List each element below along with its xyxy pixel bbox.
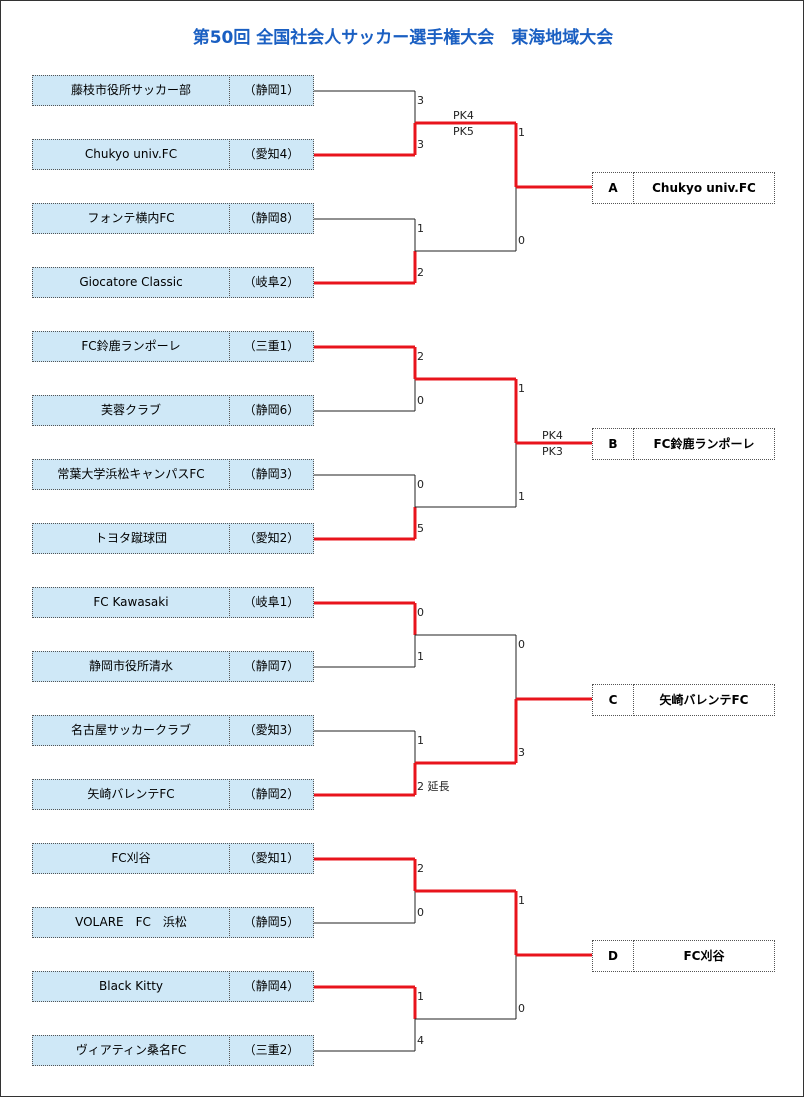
- page-title: 第50回 全国社会人サッカー選手権大会 東海地域大会: [192, 28, 614, 48]
- team-prefecture: （静岡4）: [229, 971, 314, 1002]
- team-prefecture: （静岡6）: [229, 395, 314, 426]
- team-prefecture: （静岡1）: [229, 75, 314, 106]
- team-row: Giocatore Classic（岐阜2）: [32, 267, 314, 298]
- score-label: 0: [417, 394, 424, 407]
- team-row: FC刈谷（愛知1）: [32, 843, 314, 874]
- block-letter: C: [592, 684, 634, 716]
- team-name: 常葉大学浜松キャンパスFC: [32, 459, 230, 490]
- score-label: 0: [417, 606, 424, 619]
- team-name: VOLARE FC 浜松: [32, 907, 230, 938]
- team-name: ヴィアティン桑名FC: [32, 1035, 230, 1066]
- score-label: 0: [417, 906, 424, 919]
- team-row: 矢崎バレンテFC（静岡2）: [32, 779, 314, 810]
- team-prefecture: （静岡5）: [229, 907, 314, 938]
- score-label: 2: [417, 266, 424, 279]
- block-letter: B: [592, 428, 634, 460]
- score-label: 1: [518, 490, 525, 503]
- winner-name: FC鈴鹿ランポーレ: [633, 428, 775, 460]
- team-row: 静岡市役所清水（静岡7）: [32, 651, 314, 682]
- score-label: 1: [417, 990, 424, 1003]
- score-label: 3: [518, 746, 525, 759]
- team-name: 矢崎バレンテFC: [32, 779, 230, 810]
- team-row: フォンテ横内FC（静岡8）: [32, 203, 314, 234]
- score-label: 1: [417, 650, 424, 663]
- score-label: 3: [417, 138, 424, 151]
- score-label: 0: [417, 478, 424, 491]
- block-letter: A: [592, 172, 634, 204]
- team-row: FC Kawasaki（岐阜1）: [32, 587, 314, 618]
- team-name: フォンテ横内FC: [32, 203, 230, 234]
- winner-name: Chukyo univ.FC: [633, 172, 775, 204]
- team-prefecture: （静岡2）: [229, 779, 314, 810]
- team-prefecture: （愛知2）: [229, 523, 314, 554]
- team-name: 名古屋サッカークラブ: [32, 715, 230, 746]
- score-label: PK4: [453, 109, 474, 122]
- team-name: FC刈谷: [32, 843, 230, 874]
- team-prefecture: （岐阜2）: [229, 267, 314, 298]
- team-name: Chukyo univ.FC: [32, 139, 230, 170]
- team-prefecture: （愛知3）: [229, 715, 314, 746]
- score-label: 0: [518, 234, 525, 247]
- team-row: 藤枝市役所サッカー部（静岡1）: [32, 75, 314, 106]
- team-prefecture: （静岡8）: [229, 203, 314, 234]
- team-prefecture: （三重1）: [229, 331, 314, 362]
- block-letter: D: [592, 940, 634, 972]
- team-name: 静岡市役所清水: [32, 651, 230, 682]
- score-label: 1: [417, 734, 424, 747]
- team-row: トヨタ蹴球団（愛知2）: [32, 523, 314, 554]
- score-label: 1: [518, 894, 525, 907]
- score-label: 1: [518, 382, 525, 395]
- score-label: PK3: [542, 445, 563, 458]
- score-label: PK4: [542, 429, 563, 442]
- score-label: 5: [417, 522, 424, 535]
- team-row: Black Kitty（静岡4）: [32, 971, 314, 1002]
- team-name: FC鈴鹿ランポーレ: [32, 331, 230, 362]
- score-label: 1: [518, 126, 525, 139]
- score-label: 0: [518, 1002, 525, 1015]
- team-name: Giocatore Classic: [32, 267, 230, 298]
- team-name: Black Kitty: [32, 971, 230, 1002]
- score-label: 2: [417, 862, 424, 875]
- team-prefecture: （愛知1）: [229, 843, 314, 874]
- team-prefecture: （三重2）: [229, 1035, 314, 1066]
- team-row: Chukyo univ.FC（愛知4）: [32, 139, 314, 170]
- team-row: ヴィアティン桑名FC（三重2）: [32, 1035, 314, 1066]
- winner-name: FC刈谷: [633, 940, 775, 972]
- score-label: 3: [417, 94, 424, 107]
- team-name: トヨタ蹴球団: [32, 523, 230, 554]
- score-label: 0: [518, 638, 525, 651]
- team-prefecture: （静岡7）: [229, 651, 314, 682]
- team-prefecture: （岐阜1）: [229, 587, 314, 618]
- team-prefecture: （静岡3）: [229, 459, 314, 490]
- team-row: 常葉大学浜松キャンパスFC（静岡3）: [32, 459, 314, 490]
- team-row: VOLARE FC 浜松（静岡5）: [32, 907, 314, 938]
- score-label: PK5: [453, 125, 474, 138]
- score-label: 2 延長: [417, 780, 450, 793]
- team-prefecture: （愛知4）: [229, 139, 314, 170]
- score-label: 4: [417, 1034, 424, 1047]
- team-row: 芙蓉クラブ（静岡6）: [32, 395, 314, 426]
- team-row: 名古屋サッカークラブ（愛知3）: [32, 715, 314, 746]
- score-label: 2: [417, 350, 424, 363]
- team-name: FC Kawasaki: [32, 587, 230, 618]
- score-label: 1: [417, 222, 424, 235]
- winner-name: 矢崎バレンテFC: [633, 684, 775, 716]
- team-name: 芙蓉クラブ: [32, 395, 230, 426]
- team-row: FC鈴鹿ランポーレ（三重1）: [32, 331, 314, 362]
